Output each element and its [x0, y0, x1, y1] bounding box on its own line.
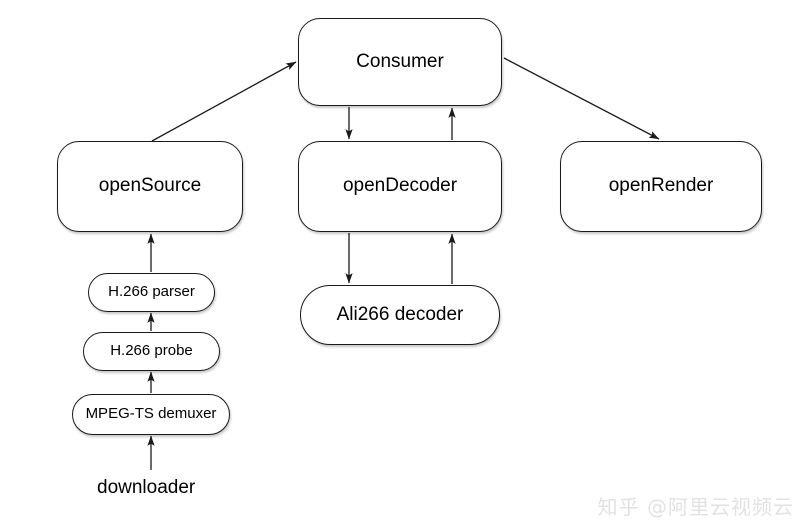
edge-opensource-to-consumer [151, 61, 297, 142]
node-consumer[interactable]: Consumer [298, 18, 502, 106]
node-h266-probe[interactable]: H.266 probe [83, 332, 220, 371]
node-openrender[interactable]: openRender [560, 141, 762, 232]
node-mpeg-ts-demuxer[interactable]: MPEG-TS demuxer [72, 394, 230, 435]
node-opendecoder-label: openDecoder [342, 175, 458, 197]
node-h266-parser-label: H.266 parser [108, 283, 195, 301]
node-ali266-decoder[interactable]: Ali266 decoder [300, 285, 500, 345]
node-opensource-label: openSource [98, 175, 202, 197]
node-h266-parser[interactable]: H.266 parser [88, 273, 215, 312]
node-ali266-decoder-label: Ali266 decoder [336, 303, 464, 325]
node-opensource[interactable]: openSource [57, 141, 243, 232]
watermark: 知乎 @阿里云视频云 [597, 495, 794, 519]
label-downloader: downloader [97, 477, 196, 498]
node-mpeg-ts-demuxer-label: MPEG-TS demuxer [85, 405, 217, 423]
node-consumer-label: Consumer [356, 50, 444, 72]
node-h266-probe-label: H.266 probe [110, 342, 193, 360]
edge-consumer-to-openrender [503, 57, 660, 140]
node-openrender-label: openRender [608, 175, 714, 197]
node-opendecoder[interactable]: openDecoder [298, 141, 502, 232]
